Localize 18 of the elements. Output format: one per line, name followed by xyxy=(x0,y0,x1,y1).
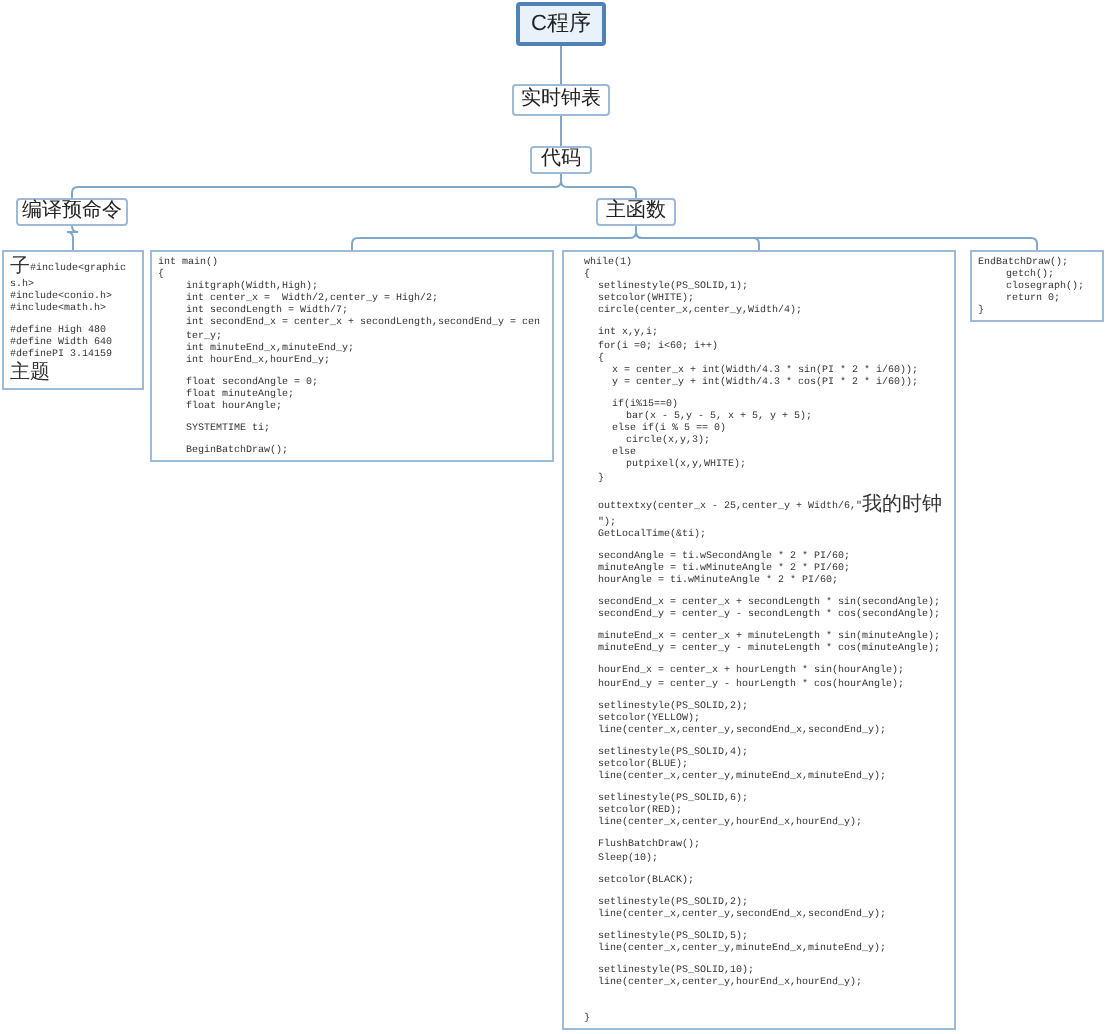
topic-box xyxy=(530,146,592,174)
topic-label: 编译预命令 xyxy=(22,202,122,222)
topic-box xyxy=(512,84,610,116)
code-box xyxy=(562,250,956,1031)
topic-box xyxy=(16,198,128,226)
connector-line xyxy=(560,173,637,199)
topic-label: C程序 xyxy=(531,13,591,35)
code-box xyxy=(970,250,1104,323)
code-box xyxy=(150,250,554,463)
connector-line xyxy=(560,45,562,85)
topic-label: 实时钟表 xyxy=(521,90,601,110)
root-topic-box xyxy=(516,2,606,46)
connector-line xyxy=(66,225,79,251)
topic-label: 主函数 xyxy=(606,202,666,222)
topic-box xyxy=(596,198,676,226)
topic-label: 代码 xyxy=(541,150,581,170)
connector-line xyxy=(560,115,562,147)
code-box xyxy=(2,250,144,390)
